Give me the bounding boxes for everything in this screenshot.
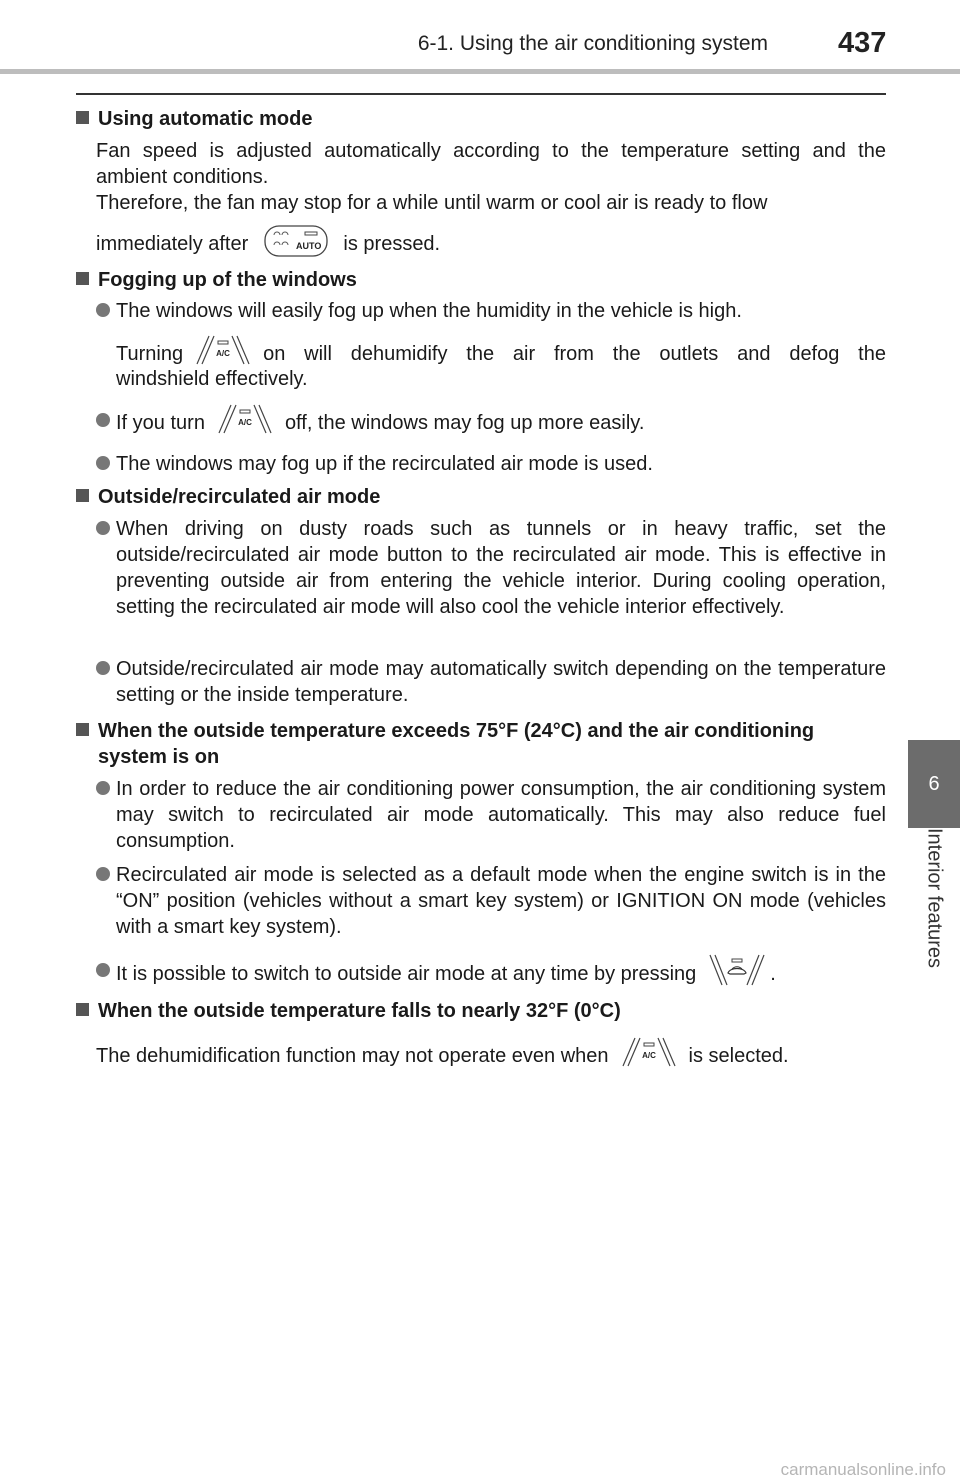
auto-button-icon: AUTO xyxy=(264,224,328,265)
bullet-dot-icon xyxy=(96,456,110,470)
chapter-label: Interior features xyxy=(923,827,946,969)
heading-auto-mode: Using automatic mode xyxy=(76,106,886,132)
header-divider xyxy=(0,69,960,74)
auto-mode-paragraph-3: immediately after AUTO is pressed. xyxy=(96,224,440,265)
chapter-number: 6 xyxy=(928,772,940,795)
fogging-bullet-1-line-3: windshield effectively. xyxy=(116,368,308,390)
bullet-dot-icon xyxy=(96,867,110,881)
square-bullet-icon xyxy=(76,723,89,736)
list-item: The windows may fog up if the recirculat… xyxy=(96,451,886,477)
bullet-dot-icon xyxy=(96,521,110,535)
heading-fogging: Fogging up of the windows xyxy=(76,267,886,293)
list-item: If you turn A/C off, the windows may fog… xyxy=(96,404,886,442)
fogging-bullet-1-line-2: Turning A/C on will dehumidify the air f… xyxy=(116,334,886,373)
svg-text:A/C: A/C xyxy=(642,1051,656,1060)
outside-air-button-icon xyxy=(706,953,768,994)
page-number: 437 xyxy=(838,27,887,59)
svg-text:A/C: A/C xyxy=(216,349,230,358)
chapter-tab: 6 xyxy=(908,740,960,828)
square-bullet-icon xyxy=(76,272,89,285)
heading-cold-weather: When the outside temperature falls to ne… xyxy=(76,998,886,1024)
square-bullet-icon xyxy=(76,111,89,124)
square-bullet-icon xyxy=(76,489,89,502)
list-item: When driving on dusty roads such as tunn… xyxy=(96,516,886,620)
bullet-dot-icon xyxy=(96,413,110,427)
list-item: It is possible to switch to outside air … xyxy=(96,954,886,994)
watermark: carmanualsonline.info xyxy=(780,1460,946,1479)
list-item: Outside/recirculated air mode may automa… xyxy=(96,656,886,708)
list-item: The windows will easily fog up when the … xyxy=(96,298,886,324)
bullet-dot-icon xyxy=(96,661,110,675)
ac-button-icon: A/C xyxy=(619,1036,679,1075)
list-item: Recirculated air mode is selected as a d… xyxy=(96,862,886,940)
bullet-dot-icon xyxy=(96,303,110,317)
ac-button-icon: A/C xyxy=(215,403,275,442)
bullet-dot-icon xyxy=(96,781,110,795)
heading-recirculated: Outside/recirculated air mode xyxy=(76,484,886,510)
heading-hot-weather: When the outside temperature exceeds 75°… xyxy=(76,718,886,770)
ac-button-icon: A/C xyxy=(193,334,253,373)
bullet-dot-icon xyxy=(96,963,110,977)
content-divider xyxy=(76,93,886,95)
auto-mode-paragraph-1: Fan speed is adjusted automatically acco… xyxy=(96,140,886,188)
section-title: 6-1. Using the air conditioning system xyxy=(417,32,768,55)
svg-text:A/C: A/C xyxy=(238,418,252,427)
svg-text:AUTO: AUTO xyxy=(296,241,321,251)
list-item: In order to reduce the air conditioning … xyxy=(96,776,886,854)
square-bullet-icon xyxy=(76,1003,89,1016)
auto-mode-paragraph-2: Therefore, the fan may stop for a while … xyxy=(96,192,768,214)
cold-weather-paragraph: The dehumidification function may not op… xyxy=(96,1036,789,1075)
